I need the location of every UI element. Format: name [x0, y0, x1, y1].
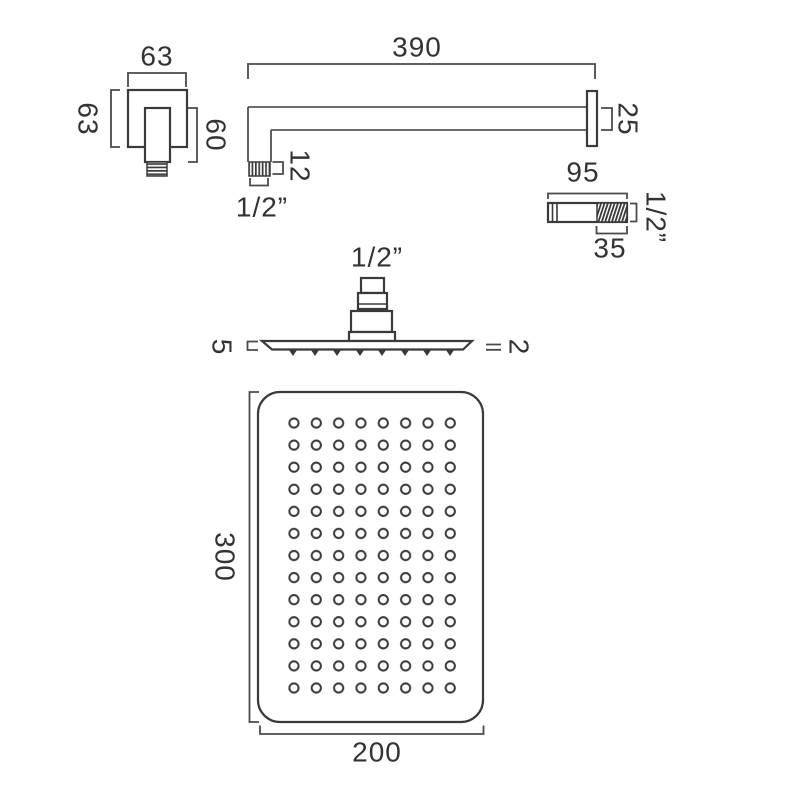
- dim-side-connection: 1/2”: [351, 242, 403, 273]
- arm-thread: [248, 161, 271, 177]
- arm-length-dim-line: [247, 63, 596, 79]
- wall-outlet-width-dim-line: [127, 72, 187, 87]
- dim-front-width: 200: [352, 737, 402, 768]
- arm-connection-dim-line: [249, 178, 269, 187]
- connector-thread: [596, 202, 628, 223]
- side-connector-top: [359, 276, 386, 295]
- dim-connector-length: 95: [566, 157, 599, 188]
- dim-arm-length: 390: [392, 32, 442, 63]
- showerhead-side-view-drawing: 1/2” 5 2: [207, 242, 535, 356]
- arm-wall-flange: [585, 89, 599, 148]
- dim-arm-thread: 12: [285, 149, 316, 182]
- side-rim-dim-line: [246, 340, 258, 351]
- front-hole-grid: [282, 412, 462, 699]
- showerhead-front-view-drawing: 300 200: [210, 390, 485, 768]
- side-nozzles: [289, 350, 454, 356]
- dim-connector-thread: 35: [593, 233, 626, 264]
- front-width-dim-line: [259, 725, 485, 735]
- side-connector-nut: [356, 291, 389, 311]
- connector-connection-dim-line: [630, 202, 638, 223]
- dim-arm-connection: 1/2”: [236, 192, 288, 223]
- dim-connector-connection: 1/2”: [641, 191, 672, 243]
- wall-outlet-drawing: 63 63 60: [73, 41, 232, 177]
- wall-outlet-thread: [146, 161, 168, 177]
- arm-thread-dim-line: [272, 161, 284, 175]
- wall-connector-drawing: 95 35 1/2”: [546, 157, 672, 264]
- connector-collar: [551, 203, 558, 222]
- side-connector-base: [349, 309, 394, 334]
- connector-thread-dim-line: [595, 226, 628, 235]
- dim-side-nozzle: 2: [504, 339, 535, 356]
- side-nozzle-dim-line: [486, 343, 501, 351]
- side-connector-flange: [347, 330, 397, 343]
- wall-outlet-body: [143, 106, 172, 164]
- connector-length-dim-line: [547, 192, 628, 199]
- side-head-plate: [259, 339, 475, 351]
- dim-front-height: 300: [210, 532, 241, 582]
- wall-outlet-height-dim-line: [110, 89, 120, 148]
- dim-wall-outlet-width: 63: [140, 41, 173, 72]
- arm-flange-dim-line: [601, 107, 613, 131]
- shower-arm-drawing: 390 12 1/2” 25: [236, 32, 644, 223]
- wall-outlet-body-dim-line: [188, 107, 198, 163]
- front-height-dim-line: [248, 391, 259, 723]
- arm-tube: [247, 106, 587, 162]
- dim-side-rim: 5: [207, 339, 238, 356]
- dim-arm-flange: 25: [613, 102, 644, 135]
- dim-wall-outlet-height: 63: [73, 102, 104, 135]
- dim-wall-outlet-body: 60: [201, 118, 232, 151]
